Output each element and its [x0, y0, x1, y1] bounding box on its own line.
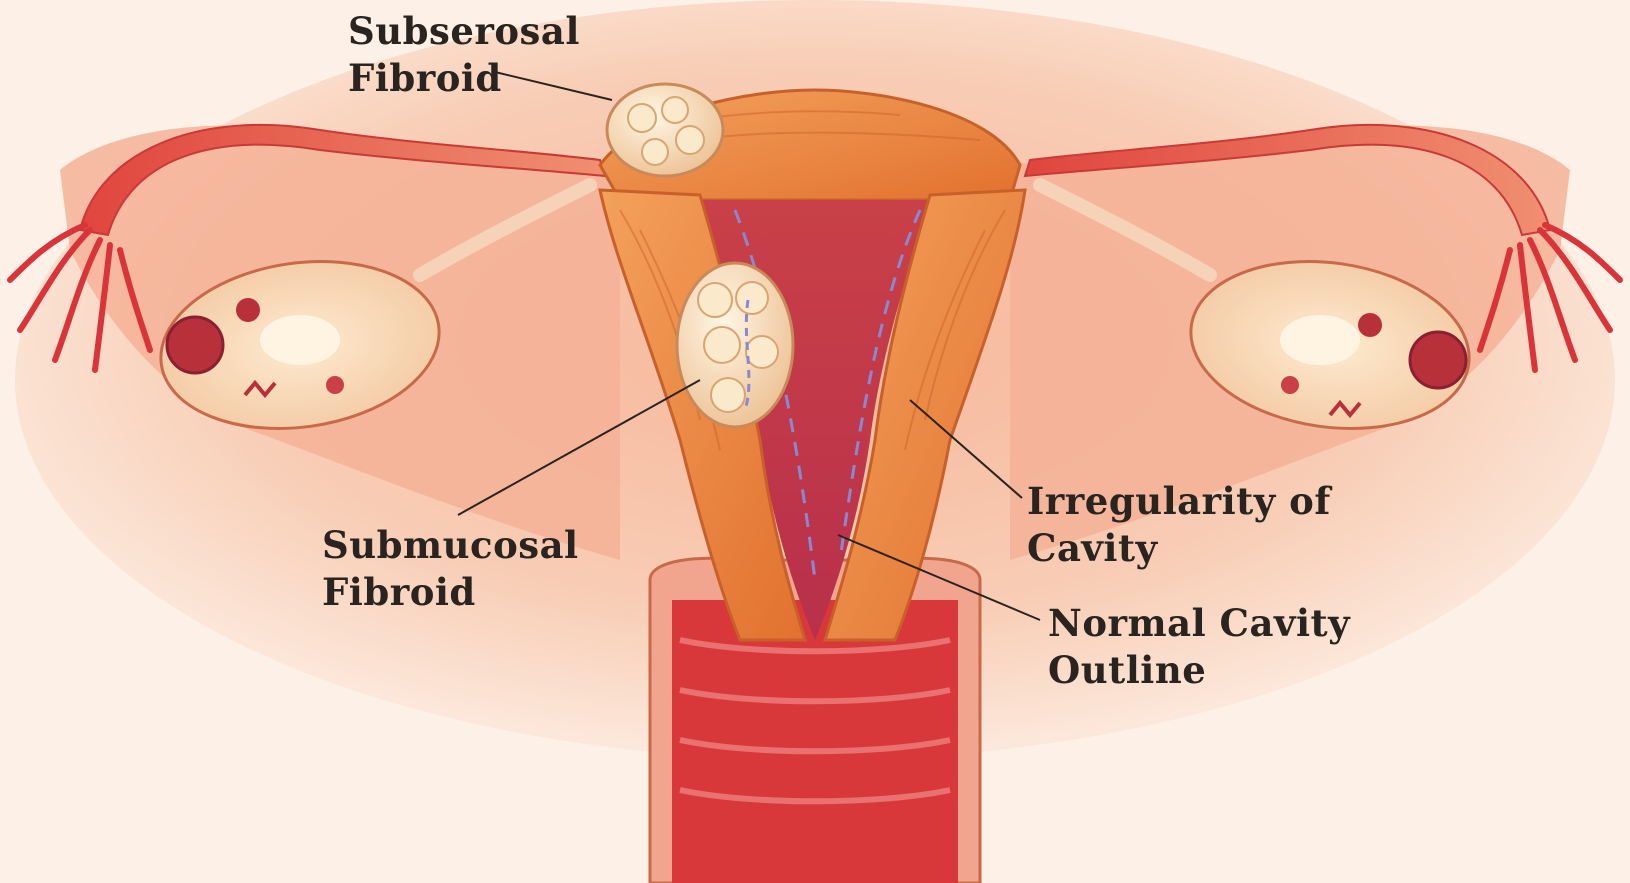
submucosal-line-2: Fibroid	[322, 569, 579, 616]
irregularity-of-cavity-label: Irregularity of Cavity	[1027, 478, 1331, 572]
cervix-canal	[672, 600, 958, 883]
submucosal-fibroid-label: Submucosal Fibroid	[322, 522, 579, 616]
submucosal-fibroid	[677, 263, 793, 427]
subserosal-line-2: Fibroid	[348, 55, 580, 102]
subserosal-line-1: Subserosal	[348, 8, 580, 55]
subserosal-fibroid	[607, 84, 723, 176]
submucosal-line-1: Submucosal	[322, 522, 579, 569]
normal-cavity-outline-label: Normal Cavity Outline	[1048, 600, 1350, 694]
irregularity-line-2: Cavity	[1027, 525, 1331, 572]
irregularity-line-1: Irregularity of	[1027, 478, 1331, 525]
normal-line-2: Outline	[1048, 647, 1350, 694]
subserosal-fibroid-label: Subserosal Fibroid	[348, 8, 580, 102]
normal-line-1: Normal Cavity	[1048, 600, 1350, 647]
